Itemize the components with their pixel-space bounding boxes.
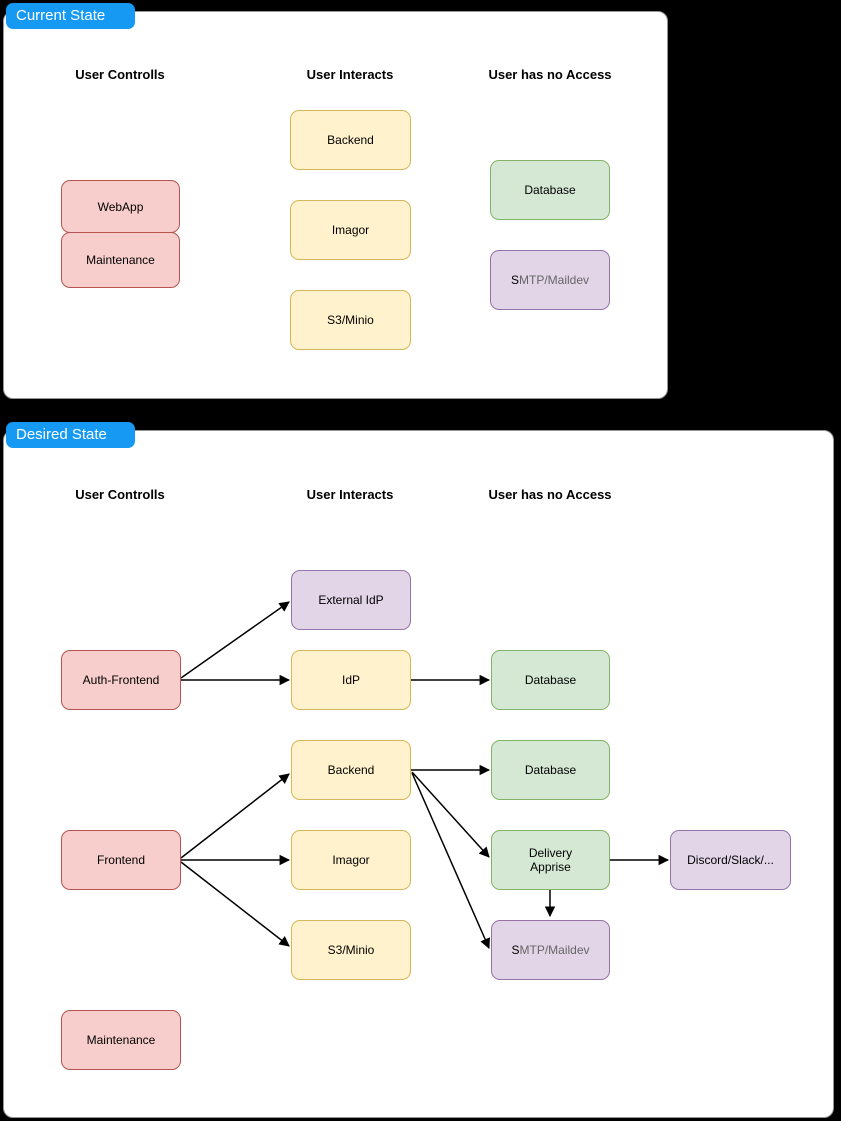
node-label: Imagor xyxy=(331,223,370,237)
node-label: S3/Minio xyxy=(327,943,375,957)
desired-column-header-user-controls: User Controlls xyxy=(75,487,165,502)
node-label: Backend xyxy=(327,133,374,147)
node-webapp-current: WebApp xyxy=(61,180,180,233)
node-label: IdP xyxy=(341,673,360,687)
node-label: External IdP xyxy=(318,593,384,607)
node-label: SMTP/Maildev xyxy=(511,943,590,957)
desired-column-header-no-access: User has no Access xyxy=(488,487,612,502)
current-column-header-no-access: User has no Access xyxy=(488,67,612,82)
node-s3minio-current: S3/Minio xyxy=(290,290,411,350)
current-state-badge: Current State xyxy=(6,3,135,29)
desired-column-header-user-interacts: User Interacts xyxy=(306,487,394,502)
node-label: Maintenance xyxy=(86,253,155,267)
node-database-backend: Database xyxy=(491,740,610,800)
desired-state-badge: Desired State xyxy=(6,422,135,448)
node-backend-desired: Backend xyxy=(291,740,411,800)
node-s3minio-desired: S3/Minio xyxy=(291,920,411,980)
node-label: Frontend xyxy=(96,853,146,867)
node-maintenance-current: Maintenance xyxy=(61,232,180,288)
node-label: Database xyxy=(524,673,577,687)
node-label: WebApp xyxy=(97,199,144,214)
node-maintenance-desired: Maintenance xyxy=(61,1010,181,1070)
node-imagor-current: Imagor xyxy=(290,200,411,260)
current-column-header-user-interacts: User Interacts xyxy=(306,67,394,82)
node-label: Auth-Frontend xyxy=(82,673,160,687)
node-delivery-apprise: Delivery Apprise xyxy=(491,830,610,890)
node-database-idp: Database xyxy=(491,650,610,710)
node-backend-current: Backend xyxy=(290,110,411,170)
node-label: Imagor xyxy=(332,853,370,867)
node-label: SMTP/Maildev xyxy=(510,273,590,287)
node-label: S3/Minio xyxy=(327,313,374,327)
current-column-header-user-controls: User Controlls xyxy=(75,67,165,82)
node-external-idp: External IdP xyxy=(291,570,411,630)
node-auth-frontend: Auth-Frontend xyxy=(61,650,181,710)
node-smtp-maildev-current: SMTP/Maildev xyxy=(490,250,610,310)
node-smtp-maildev-desired: SMTP/Maildev xyxy=(491,920,610,980)
node-discord-slack: Discord/Slack/... xyxy=(670,830,791,890)
node-frontend: Frontend xyxy=(61,830,181,890)
node-database-current: Database xyxy=(490,160,610,220)
node-idp: IdP xyxy=(291,650,411,710)
node-label: Database xyxy=(524,183,576,197)
node-label: Database xyxy=(524,763,577,777)
node-label: Delivery Apprise xyxy=(528,846,573,874)
node-label: Discord/Slack/... xyxy=(687,853,774,867)
node-label: Backend xyxy=(327,763,375,777)
node-imagor-desired: Imagor xyxy=(291,830,411,890)
node-label: Maintenance xyxy=(86,1033,156,1047)
